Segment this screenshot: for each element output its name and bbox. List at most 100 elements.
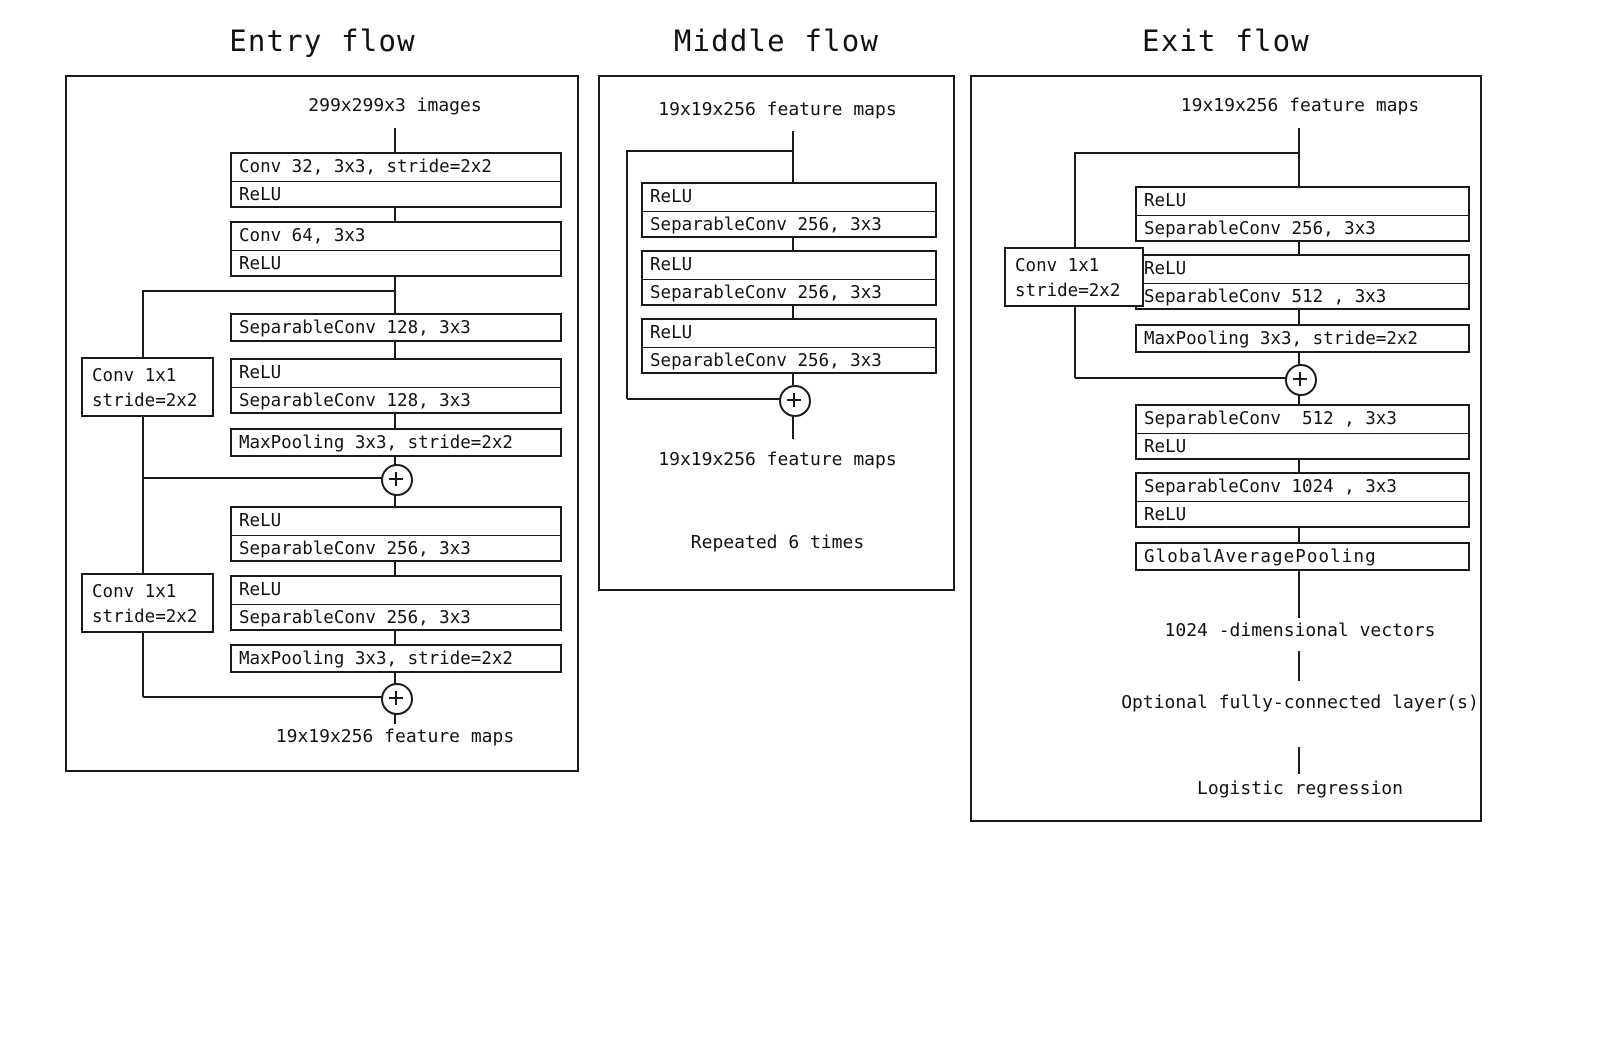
- exit-line-3: [1298, 352, 1301, 364]
- op-row: ReLU: [239, 511, 282, 531]
- exit-flow-title: Exit flow: [1142, 24, 1310, 58]
- residual-line-1: Conv 1x1: [1015, 256, 1100, 276]
- exit-line-7: [1298, 570, 1301, 618]
- middle-res-branch-top: [627, 150, 794, 153]
- residual-line-2: stride=2x2: [1015, 281, 1121, 301]
- entry-line-10: [394, 711, 397, 724]
- entry-flow-panel: [65, 75, 579, 772]
- middle-output-label: 19x19x256 feature maps: [658, 449, 897, 470]
- op-row: SeparableConv 128, 3x3: [239, 318, 471, 338]
- entry-block-sep256a: ReLU SeparableConv 256, 3x3: [230, 506, 562, 562]
- entry-line-6: [394, 492, 397, 509]
- entry-block-conv32: Conv 32, 3x3, stride=2x2 ReLU: [230, 152, 562, 208]
- middle-flow-title: Middle flow: [673, 24, 880, 58]
- middle-flow-panel: [598, 75, 955, 591]
- entry-line-8: [394, 630, 397, 645]
- op-row: ReLU: [1137, 501, 1468, 528]
- exit-residual-conv: Conv 1x1 stride=2x2: [1004, 247, 1144, 307]
- middle-block-sep1: ReLU SeparableConv 256, 3x3: [641, 182, 937, 238]
- op-row: SeparableConv 256, 3x3: [232, 535, 560, 562]
- middle-repeat-label: Repeated 6 times: [690, 532, 865, 553]
- op-row: ReLU: [239, 580, 282, 600]
- op-row: SeparableConv 256, 3x3: [643, 211, 935, 238]
- exit-line-input: [1298, 128, 1301, 186]
- op-row: ReLU: [1144, 191, 1187, 211]
- entry-block-maxpool2: MaxPooling 3x3, stride=2x2: [230, 644, 562, 673]
- op-row: ReLU: [232, 181, 560, 208]
- exit-line-9: [1298, 747, 1301, 774]
- entry-res1-branch-top: [143, 290, 396, 293]
- op-row: ReLU: [232, 250, 560, 277]
- entry-line-1: [394, 207, 397, 222]
- op-row: MaxPooling 3x3, stride=2x2: [239, 433, 513, 453]
- middle-block-sep3: ReLU SeparableConv 256, 3x3: [641, 318, 937, 374]
- entry-block-sep128a: SeparableConv 128, 3x3: [230, 313, 562, 342]
- exit-block-gap: GlobalAveragePooling: [1135, 542, 1470, 571]
- residual-line-1: Conv 1x1: [92, 582, 177, 602]
- op-row: MaxPooling 3x3, stride=2x2: [239, 649, 513, 669]
- op-row: ReLU: [650, 323, 693, 343]
- exit-block-sep512: ReLU SeparableConv 512 , 3x3: [1135, 254, 1470, 310]
- entry-line-9: [394, 672, 397, 684]
- op-row: ReLU: [1137, 433, 1468, 460]
- op-row: SeparableConv 512 , 3x3: [1137, 283, 1468, 310]
- op-row: SeparableConv 256, 3x3: [643, 347, 935, 374]
- op-row: Conv 64, 3x3: [239, 226, 366, 246]
- entry-flow-title: Entry flow: [229, 24, 416, 58]
- middle-line-input: [792, 131, 795, 183]
- op-row: ReLU: [239, 363, 282, 383]
- entry-res2-join: [143, 696, 383, 699]
- exit-tail-vectors: 1024 -dimensional vectors: [1164, 620, 1436, 641]
- entry-line-input: [394, 128, 397, 153]
- op-row: ReLU: [1144, 259, 1187, 279]
- entry-line-3: [394, 341, 397, 359]
- middle-line-1: [792, 237, 795, 251]
- middle-line-2: [792, 305, 795, 319]
- op-row: SeparableConv 256, 3x3: [643, 279, 935, 306]
- entry-residual-conv-2: Conv 1x1 stride=2x2: [81, 573, 214, 633]
- op-row: ReLU: [650, 187, 693, 207]
- exit-tail-logreg: Logistic regression: [1197, 778, 1403, 799]
- op-row: GlobalAveragePooling: [1144, 547, 1377, 567]
- op-row: Conv 32, 3x3, stride=2x2: [239, 157, 492, 177]
- entry-output-label: 19x19x256 feature maps: [275, 726, 515, 747]
- entry-residual-add-1: [381, 464, 413, 496]
- residual-line-2: stride=2x2: [92, 391, 198, 411]
- op-row: SeparableConv 256, 3x3: [232, 604, 560, 631]
- residual-line-1: Conv 1x1: [92, 366, 177, 386]
- entry-input-label: 299x299x3 images: [308, 95, 482, 116]
- entry-block-sep256b: ReLU SeparableConv 256, 3x3: [230, 575, 562, 631]
- exit-res-branch-top: [1075, 152, 1300, 155]
- entry-residual-add-2: [381, 683, 413, 715]
- middle-res-join: [627, 398, 782, 401]
- exit-line-6: [1298, 527, 1301, 543]
- middle-residual-add: [779, 385, 811, 417]
- middle-line-3: [792, 373, 795, 385]
- entry-block-maxpool1: MaxPooling 3x3, stride=2x2: [230, 428, 562, 457]
- entry-line-2: [394, 276, 397, 321]
- exit-block-maxpool: MaxPooling 3x3, stride=2x2: [1135, 324, 1470, 353]
- entry-line-7: [394, 561, 397, 577]
- exit-residual-add: [1285, 364, 1317, 396]
- exit-flow-panel: [970, 75, 1482, 822]
- entry-residual-conv-1: Conv 1x1 stride=2x2: [81, 357, 214, 417]
- entry-line-4: [394, 413, 397, 429]
- exit-line-5: [1298, 459, 1301, 473]
- op-row: MaxPooling 3x3, stride=2x2: [1144, 329, 1418, 349]
- entry-line-5: [394, 456, 397, 466]
- middle-block-sep2: ReLU SeparableConv 256, 3x3: [641, 250, 937, 306]
- exit-res-join: [1075, 377, 1288, 380]
- entry-block-sep128b: ReLU SeparableConv 128, 3x3: [230, 358, 562, 414]
- exit-line-1: [1298, 241, 1301, 255]
- op-row: SeparableConv 256, 3x3: [1137, 215, 1468, 242]
- entry-block-conv64: Conv 64, 3x3 ReLU: [230, 221, 562, 277]
- exit-block-sep256: ReLU SeparableConv 256, 3x3: [1135, 186, 1470, 242]
- exit-line-2: [1298, 309, 1301, 325]
- exit-block-sep1024: SeparableConv 1024 , 3x3 ReLU: [1135, 472, 1470, 528]
- entry-res1-join: [143, 477, 383, 480]
- op-row: SeparableConv 1024 , 3x3: [1144, 477, 1397, 497]
- exit-tail-fc: Optional fully-connected layer(s): [1121, 692, 1479, 713]
- exit-line-8: [1298, 651, 1301, 681]
- middle-input-label: 19x19x256 feature maps: [658, 99, 897, 120]
